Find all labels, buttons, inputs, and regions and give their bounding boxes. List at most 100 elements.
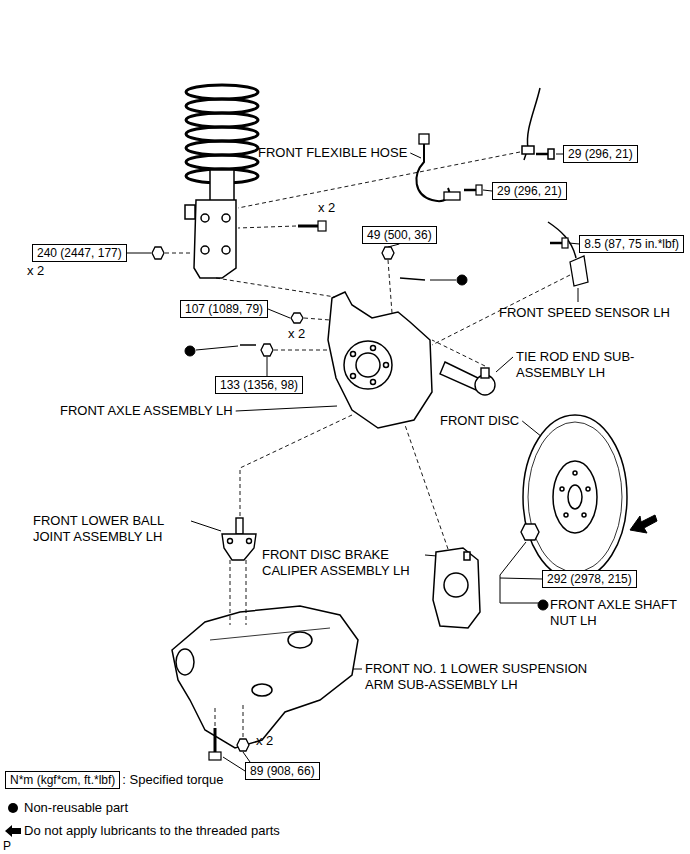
assembly-dashed-line — [165, 152, 570, 737]
speed-sensor-wire — [522, 88, 554, 160]
assembly-dashed-line — [432, 340, 485, 366]
legend-symbol — [5, 825, 21, 837]
flexible-hose — [476, 185, 482, 195]
legend-torque-box: N*m (kgf*cm, ft.*lbf) — [5, 771, 120, 789]
leader-line — [243, 752, 250, 762]
part-name: FRONT LOWER BALL JOINT ASSEMBLY LH — [33, 513, 188, 545]
strut-bolts — [298, 221, 326, 231]
strut-bolts — [298, 225, 318, 228]
brake-disc — [568, 485, 582, 509]
brake-disc — [523, 415, 627, 579]
ball-joint — [247, 539, 252, 544]
brake-disc — [553, 461, 597, 533]
torque-value: 240 (2447, 177) — [37, 246, 122, 260]
assembly-dashed-line — [215, 705, 216, 726]
shock-absorber — [194, 200, 236, 278]
quantity-note: x 2 — [256, 733, 273, 749]
torque-box: 292 (2978, 215) — [542, 570, 637, 588]
speed-sensor-wire — [522, 146, 534, 154]
flexible-hose — [419, 134, 429, 144]
torque-value: 133 (1356, 98) — [220, 378, 298, 392]
assembly-dashed-line — [246, 560, 247, 625]
coil-spring — [186, 85, 258, 99]
part-name: FRONT DISC BRAKE CALIPER ASSEMBLY LH — [262, 547, 422, 579]
legend-symbol — [8, 803, 18, 813]
tie-rod-end — [481, 368, 489, 378]
quantity-note: x 2 — [27, 263, 44, 279]
assembly-dashed-line — [165, 253, 193, 254]
brake-disc — [528, 422, 622, 572]
brake-caliper — [433, 548, 480, 628]
steering-knuckle — [384, 363, 389, 368]
axle-shaft-nut — [521, 524, 539, 540]
cotter-pin — [457, 275, 467, 285]
shock-absorber — [201, 246, 209, 254]
ball-joint — [236, 518, 243, 534]
shock-absorber — [222, 246, 230, 254]
speed-sensor — [550, 242, 562, 245]
leader-line — [556, 154, 563, 155]
coil-spring — [186, 99, 258, 113]
speed-sensor — [562, 238, 568, 248]
coil-spring — [186, 113, 258, 127]
strut-nut — [152, 247, 164, 259]
steering-knuckle — [351, 352, 356, 357]
torque-value: N*m (kgf*cm, ft.*lbf) — [10, 773, 115, 787]
axle-shaft-nut — [630, 515, 657, 533]
brake-caliper — [433, 548, 480, 628]
ball-joint — [222, 518, 256, 560]
axle-shaft-nut — [500, 515, 657, 610]
brake-disc — [573, 471, 577, 475]
cotter-pin — [400, 278, 425, 280]
torque-value: 107 (1089, 79) — [185, 302, 263, 316]
lower-arm — [172, 606, 358, 748]
ball-joint — [228, 539, 233, 544]
torque-box: 89 (908, 66) — [245, 762, 320, 780]
leader-line — [500, 578, 542, 579]
assembly-dashed-line — [274, 350, 330, 351]
arm-bolt — [237, 739, 249, 751]
flexible-hose — [416, 134, 482, 201]
assembly-dashed-line — [230, 560, 231, 625]
part-name: FRONT AXLE SHAFT NUT LH — [550, 597, 682, 629]
lower-arm — [288, 632, 312, 648]
steering-knuckle — [344, 341, 392, 389]
assembly-dashed-line — [240, 415, 352, 516]
assembly-dashed-line — [238, 152, 520, 208]
steering-knuckle — [328, 292, 432, 428]
torque-value: 29 (296, 21) — [497, 184, 562, 198]
lower-arm — [252, 684, 272, 696]
knuckle-nut — [382, 247, 394, 259]
torque-box: 240 (2447, 177) — [32, 244, 127, 262]
part-name: FRONT FLEXIBLE HOSE — [258, 145, 407, 161]
leader-line — [268, 309, 290, 318]
tie-rod-end — [440, 362, 478, 390]
torque-value: 8.5 (87, 75 in.*lbf) — [584, 237, 679, 251]
leader-line — [127, 253, 151, 254]
torque-box: 107 (1089, 79) — [180, 300, 268, 318]
tie-rod-end — [440, 362, 495, 395]
torque-value: 89 (908, 66) — [250, 764, 315, 778]
shock-absorber — [201, 214, 209, 222]
axle-shaft-nut — [500, 542, 538, 603]
leader-line — [191, 521, 221, 531]
assembly-dashed-line — [243, 705, 244, 737]
assembly-dashed-line — [238, 226, 296, 228]
leader-line — [578, 288, 579, 302]
quantity-note: x 2 — [318, 200, 335, 216]
torque-box: 49 (500, 36) — [362, 226, 437, 244]
coil-spring — [186, 141, 258, 155]
steering-knuckle — [371, 380, 376, 385]
leader-line — [236, 406, 337, 411]
leader-line — [496, 357, 513, 372]
arm-bolt — [209, 752, 221, 760]
part-name: FRONT SPEED SENSOR LH — [499, 305, 670, 321]
lower-arm — [210, 628, 330, 640]
leader-line — [522, 421, 542, 437]
assembly-dashed-line — [388, 260, 392, 313]
cotter-pin — [196, 346, 238, 350]
part-name: TIE ROD END SUB-ASSEMBLY LH — [516, 349, 656, 381]
steering-knuckle — [356, 353, 380, 377]
ball-joint — [222, 534, 256, 560]
